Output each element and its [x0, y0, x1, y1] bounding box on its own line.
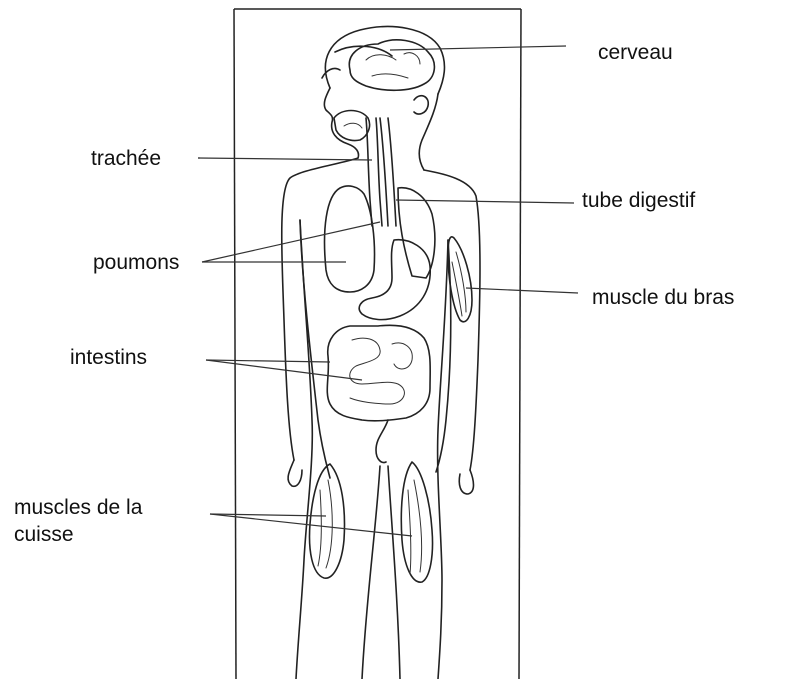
label-trachee: trachée	[91, 146, 161, 171]
thigh-muscle-right	[401, 462, 432, 582]
brain-shape	[349, 40, 434, 90]
label-poumons: poumons	[93, 250, 179, 275]
mouth-cavity	[334, 111, 370, 141]
thigh-muscle-left	[310, 464, 345, 578]
label-cerveau: cerveau	[598, 40, 673, 65]
label-intestins: intestins	[70, 345, 147, 370]
stomach	[359, 240, 430, 320]
intestines	[327, 325, 430, 462]
label-muscles-de-la-cuisse-line2: cuisse	[14, 521, 142, 548]
arm-muscle	[448, 237, 472, 322]
trachea	[366, 118, 382, 226]
label-tube-digestif: tube digestif	[582, 188, 695, 213]
oesophagus	[380, 118, 396, 226]
label-muscle-du-bras: muscle du bras	[592, 285, 734, 310]
lung-left	[325, 186, 375, 292]
label-muscles-de-la-cuisse-line1: muscles de la	[14, 494, 142, 521]
label-muscles-de-la-cuisse: muscles de la cuisse	[14, 494, 142, 548]
